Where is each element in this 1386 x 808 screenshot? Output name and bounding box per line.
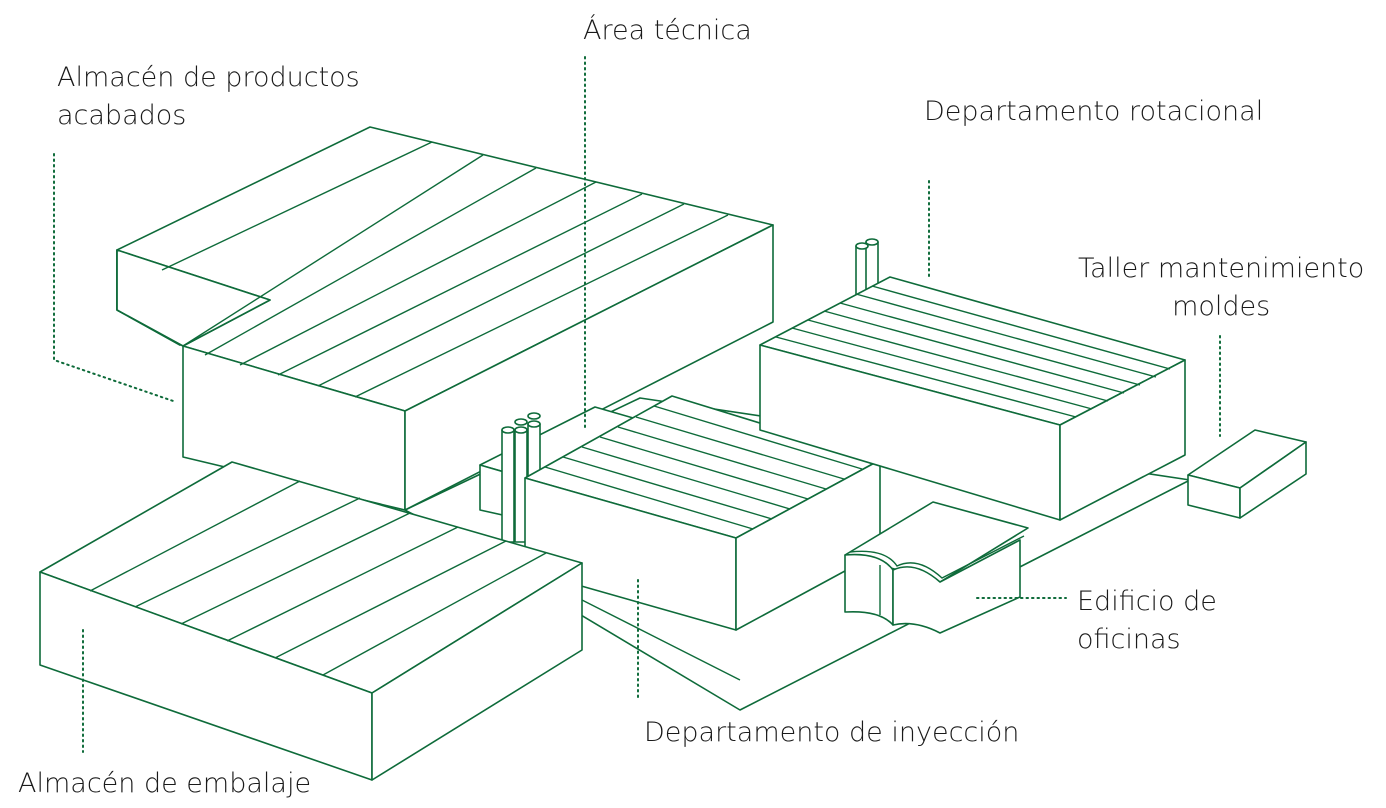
injection-department [524,395,881,631]
mold-maintenance-workshop [1187,429,1307,519]
label-finished-goods-line2: acabados [57,100,187,131]
label-mold-maintenance-workshop: Taller mantenimiento moldes [1078,250,1364,326]
rotational-department [759,276,1186,521]
leader-lines [53,56,1221,753]
label-finished-goods-warehouse: Almacén de productos acabados [57,59,360,135]
packaging-warehouse [39,461,583,781]
label-finished-goods-line1: Almacén de productos [57,62,360,93]
label-mold-workshop-line2: moldes [1172,291,1271,322]
label-mold-workshop-line1: Taller mantenimiento [1078,253,1365,284]
label-office-line1: Edificio de [1077,586,1217,617]
label-rotational-department: Departamento rotacional [924,96,1264,127]
technical-area-chimneys [501,412,541,543]
leader-finished-goods [53,153,177,403]
label-technical-area: Área técnica [583,15,752,46]
label-injection-department: Departamento de inyección [644,717,1020,748]
label-packaging-warehouse: Almacén de embalaje [18,768,312,799]
label-office-building: Edificio de oficinas [1077,583,1217,659]
label-office-line2: oficinas [1077,624,1181,655]
office-building [844,501,1029,634]
